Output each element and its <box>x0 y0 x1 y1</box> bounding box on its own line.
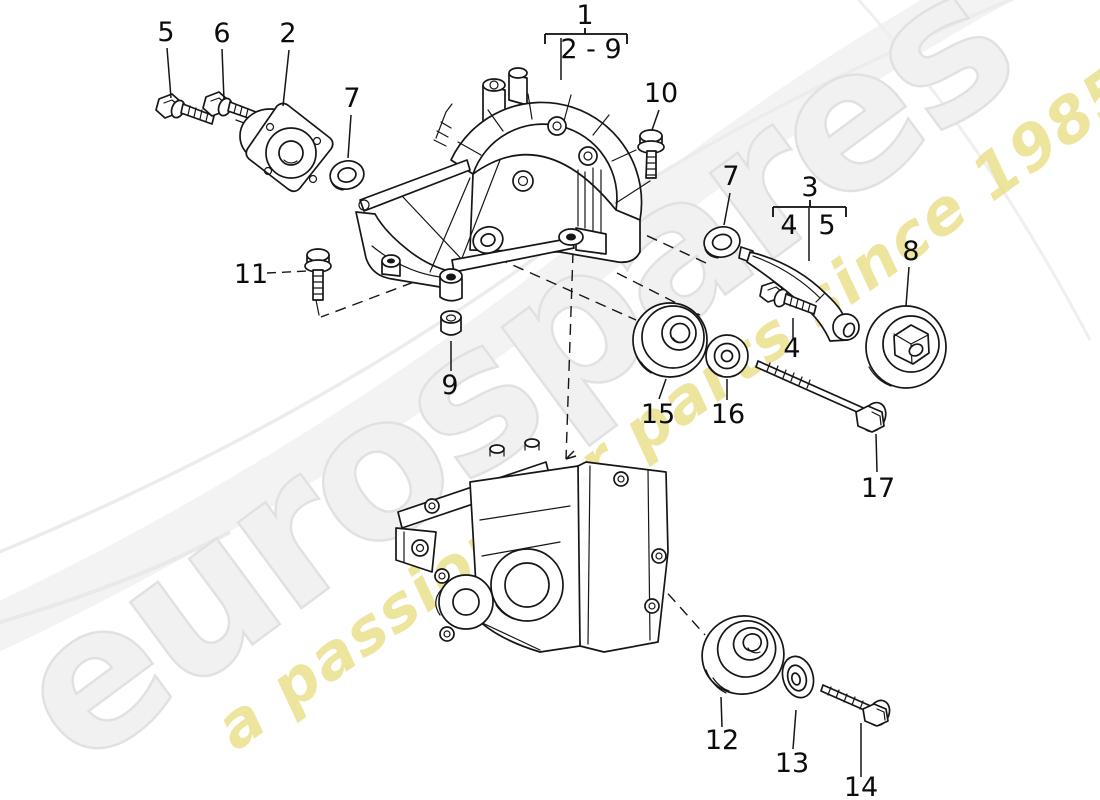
diagram-line-art <box>155 67 947 727</box>
callout-layer: 5 6 2 7 10 7 8 4 9 11 15 16 17 12 13 14 <box>157 17 919 800</box>
part-17-bolt <box>755 360 887 433</box>
swoosh-line-lower <box>0 530 231 625</box>
part-12-pulley <box>701 615 785 695</box>
callout-label-12: 12 <box>705 725 739 756</box>
callout-label-8: 8 <box>902 236 919 267</box>
callout-leader-5 <box>166 47 172 99</box>
part-2-mount <box>239 102 334 193</box>
dash-arrowhead <box>565 450 577 460</box>
part-10-bolt <box>615 129 665 204</box>
part-8-pulley <box>865 305 947 389</box>
swoosh-band <box>0 0 1014 652</box>
swoosh-edge-topright <box>856 0 1092 341</box>
callout-leader-7 <box>723 192 731 226</box>
group-bracket-1: 1 2 - 9 <box>544 0 628 80</box>
callout-label-5-group: 5 <box>818 210 835 241</box>
callout-label-3: 3 <box>801 172 818 203</box>
part-5-bolt <box>155 93 215 125</box>
group-range-label: 2 - 9 <box>560 34 621 65</box>
callout-leader-6 <box>221 48 225 101</box>
part-14-bolt <box>820 684 891 727</box>
part-7-seal-right <box>703 226 741 259</box>
callout-leader-13 <box>792 709 797 750</box>
part-7-seal-left <box>329 160 365 191</box>
group-bracket-3: 3 4 5 <box>772 172 847 261</box>
part-11-bolt <box>304 248 332 316</box>
part-16-washer <box>705 334 749 378</box>
callout-label-6: 6 <box>213 18 230 49</box>
callout-label-4-group: 4 <box>780 210 797 241</box>
callout-label-7: 7 <box>722 161 739 192</box>
part-3-lever <box>738 246 860 342</box>
callout-leader-10 <box>651 109 660 131</box>
callout-label-7: 7 <box>343 83 360 114</box>
callout-label-15: 15 <box>641 399 675 430</box>
callout-label-9: 9 <box>441 370 458 401</box>
dash-to-pulley-15 <box>496 257 637 321</box>
callout-leader-11 <box>266 270 309 274</box>
callout-label-17: 17 <box>861 473 895 504</box>
callout-label-16: 16 <box>711 399 745 430</box>
callout-label-1: 1 <box>576 0 593 31</box>
callout-label-13: 13 <box>775 748 809 779</box>
callout-leader-17 <box>875 433 878 473</box>
part-15-pulley <box>632 302 708 378</box>
callout-leader-7 <box>347 114 352 159</box>
part-9-spacer <box>440 310 462 336</box>
callout-label-14: 14 <box>844 772 878 800</box>
dash-to-engine-case <box>565 251 574 460</box>
part-casting-bracket <box>355 67 643 302</box>
callout-label-5: 5 <box>157 17 174 48</box>
part-engine-case <box>395 438 669 653</box>
callout-label-4: 4 <box>783 333 800 364</box>
callout-leader-15 <box>658 378 667 400</box>
part-4-bolt <box>759 281 817 315</box>
callout-label-11: 11 <box>234 259 268 290</box>
callout-label-2: 2 <box>279 18 296 49</box>
callout-leader-2 <box>282 49 290 107</box>
callout-label-10: 10 <box>644 78 678 109</box>
callout-leader-8 <box>905 266 910 307</box>
callout-leader-12 <box>720 696 723 728</box>
part-13-washer <box>781 655 815 699</box>
